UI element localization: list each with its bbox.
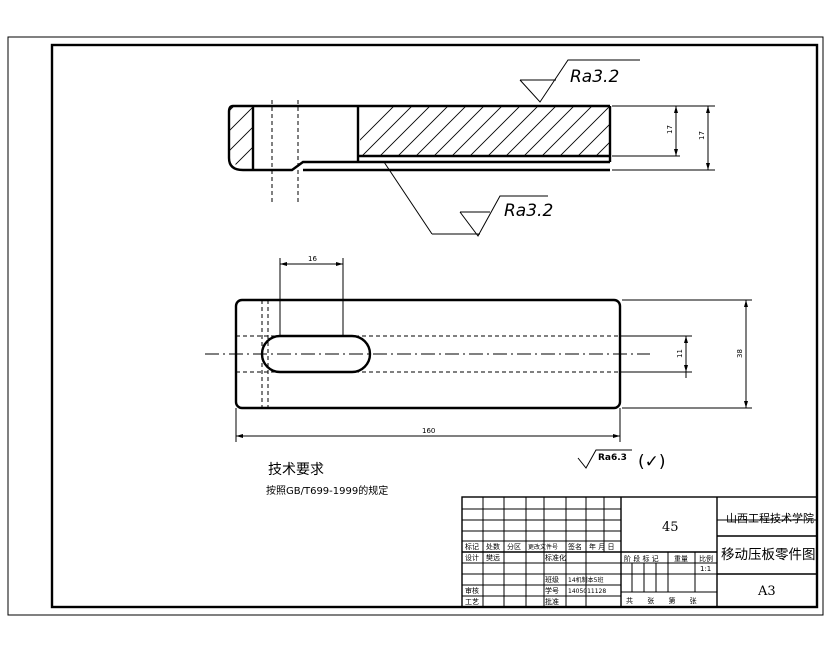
h-design: 设计 (465, 553, 479, 562)
h-mark: 标记 (465, 542, 479, 551)
roughness-top-label: Ra3.2 (570, 67, 619, 87)
inner-border (50, 43, 819, 609)
designer: 樊远 (486, 553, 500, 562)
plan-view: 16 11 38 160 (205, 255, 752, 442)
h-standardize: 标准化 (545, 553, 566, 562)
h-review: 审核 (465, 586, 479, 595)
svg-text:11: 11 (676, 349, 684, 358)
svg-text:17: 17 (666, 125, 674, 134)
svg-text:17: 17 (698, 131, 706, 140)
h-weight: 重量 (674, 555, 688, 563)
class-value: 14机制本5班 (568, 576, 603, 584)
roughness-symbol-top: Ra3.2 (519, 59, 640, 103)
tech-req-title: 技术要求 (268, 462, 324, 478)
roughness-general-label: Ra6.3 (598, 453, 627, 463)
h-process: 工艺 (465, 598, 479, 606)
h-stage-mark: 阶 段 标 记 (624, 554, 659, 563)
h-count: 处数 (486, 542, 500, 551)
h-scale: 比例 (699, 554, 713, 563)
h-id: 学号 (545, 586, 559, 595)
roughness-general-suffix: (✓) (638, 452, 666, 472)
roughness-bottom-label: Ra3.2 (504, 201, 553, 221)
svg-text:38: 38 (736, 349, 744, 358)
section-view: 17 17 (227, 100, 715, 205)
h-total-sheets: 共 张 第 张 (626, 596, 703, 605)
svg-text:160: 160 (422, 427, 435, 435)
id-value: 1405011128 (568, 588, 606, 595)
roughness-general: Ra6.3 (✓) (577, 449, 666, 472)
title-block: 45 山西工程技术学院 移动压板零件图 A3 标记 处数 分区 更改文件号 签名… (461, 496, 818, 608)
tech-req-text: 按照GB/T699-1999的规定 (266, 484, 388, 497)
h-date: 年 月 日 (589, 542, 614, 551)
scale-value: 1:1 (700, 565, 711, 573)
svg-text:16: 16 (308, 255, 317, 263)
sheet-size: A3 (757, 584, 776, 599)
h-zone: 分区 (507, 542, 521, 551)
roughness-symbol-bottom: Ra3.2 (383, 161, 553, 237)
part-name: 移动压板零件图 (721, 547, 816, 563)
material-text: 45 (662, 520, 679, 535)
h-signature: 签名 (568, 542, 582, 551)
h-change-doc: 更改文件号 (528, 543, 558, 551)
outer-border (7, 36, 824, 616)
h-class: 班级 (545, 575, 559, 584)
school-name: 山西工程技术学院 (726, 511, 814, 525)
h-approve: 批准 (545, 597, 559, 606)
